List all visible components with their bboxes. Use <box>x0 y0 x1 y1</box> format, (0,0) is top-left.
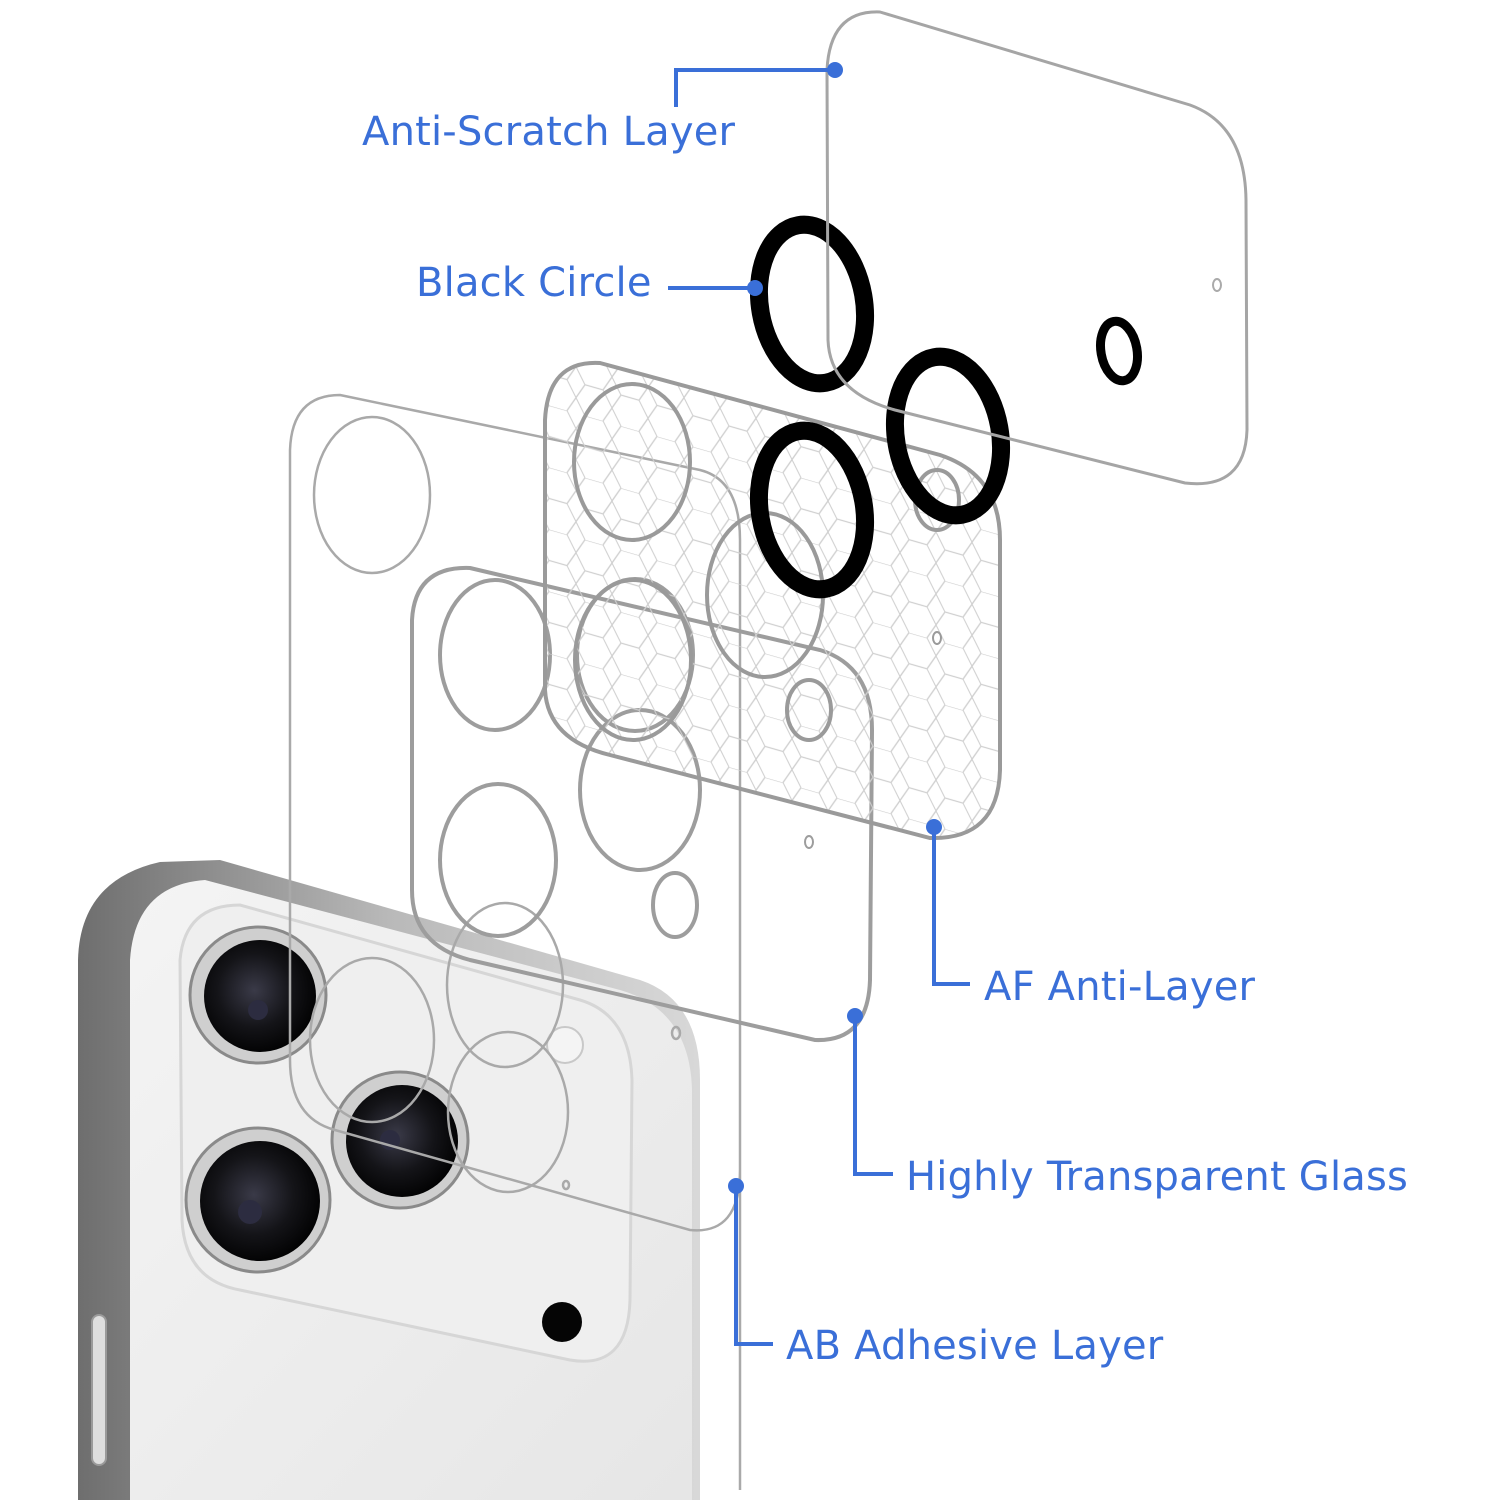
camera-lens-middle <box>330 1070 470 1210</box>
label-highly-transparent-glass: Highly Transparent Glass <box>906 1154 1409 1200</box>
black-ring-1 <box>749 215 875 393</box>
callout-dot-anti-scratch <box>827 62 843 78</box>
callout-dot-af-anti <box>926 819 942 835</box>
callout-ab-adhesive <box>734 1186 773 1346</box>
camera-lens-bottom <box>184 1126 332 1274</box>
lidar-sensor <box>542 1302 582 1342</box>
callout-anti-scratch <box>674 68 835 107</box>
callout-dot-transparent-glass <box>847 1008 863 1024</box>
black-ring-2 <box>885 347 1011 525</box>
callout-dot-black-circle <box>747 280 763 296</box>
flash <box>546 1026 584 1064</box>
black-ring-3 <box>749 421 875 599</box>
phone <box>78 860 700 1500</box>
callout-transparent-glass <box>853 1016 893 1176</box>
side-button <box>91 1314 107 1466</box>
callout-dots <box>728 62 942 1194</box>
callout-af-anti <box>932 827 970 986</box>
camera-lens-top <box>188 925 328 1065</box>
label-af-anti-layer: AF Anti-Layer <box>984 964 1256 1010</box>
label-ab-adhesive-layer: AB Adhesive Layer <box>786 1323 1164 1369</box>
layer-anti-scratch-sheet <box>825 10 1249 486</box>
callout-dot-ab-adhesive <box>728 1178 744 1194</box>
black-ring-small <box>1096 316 1142 386</box>
label-black-circle: Black Circle <box>416 260 652 306</box>
label-anti-scratch-layer: Anti-Scratch Layer <box>362 109 736 155</box>
callout-lines <box>668 68 970 1346</box>
black-circles <box>749 215 1142 599</box>
layer-af-anti-sheet <box>543 360 1002 841</box>
